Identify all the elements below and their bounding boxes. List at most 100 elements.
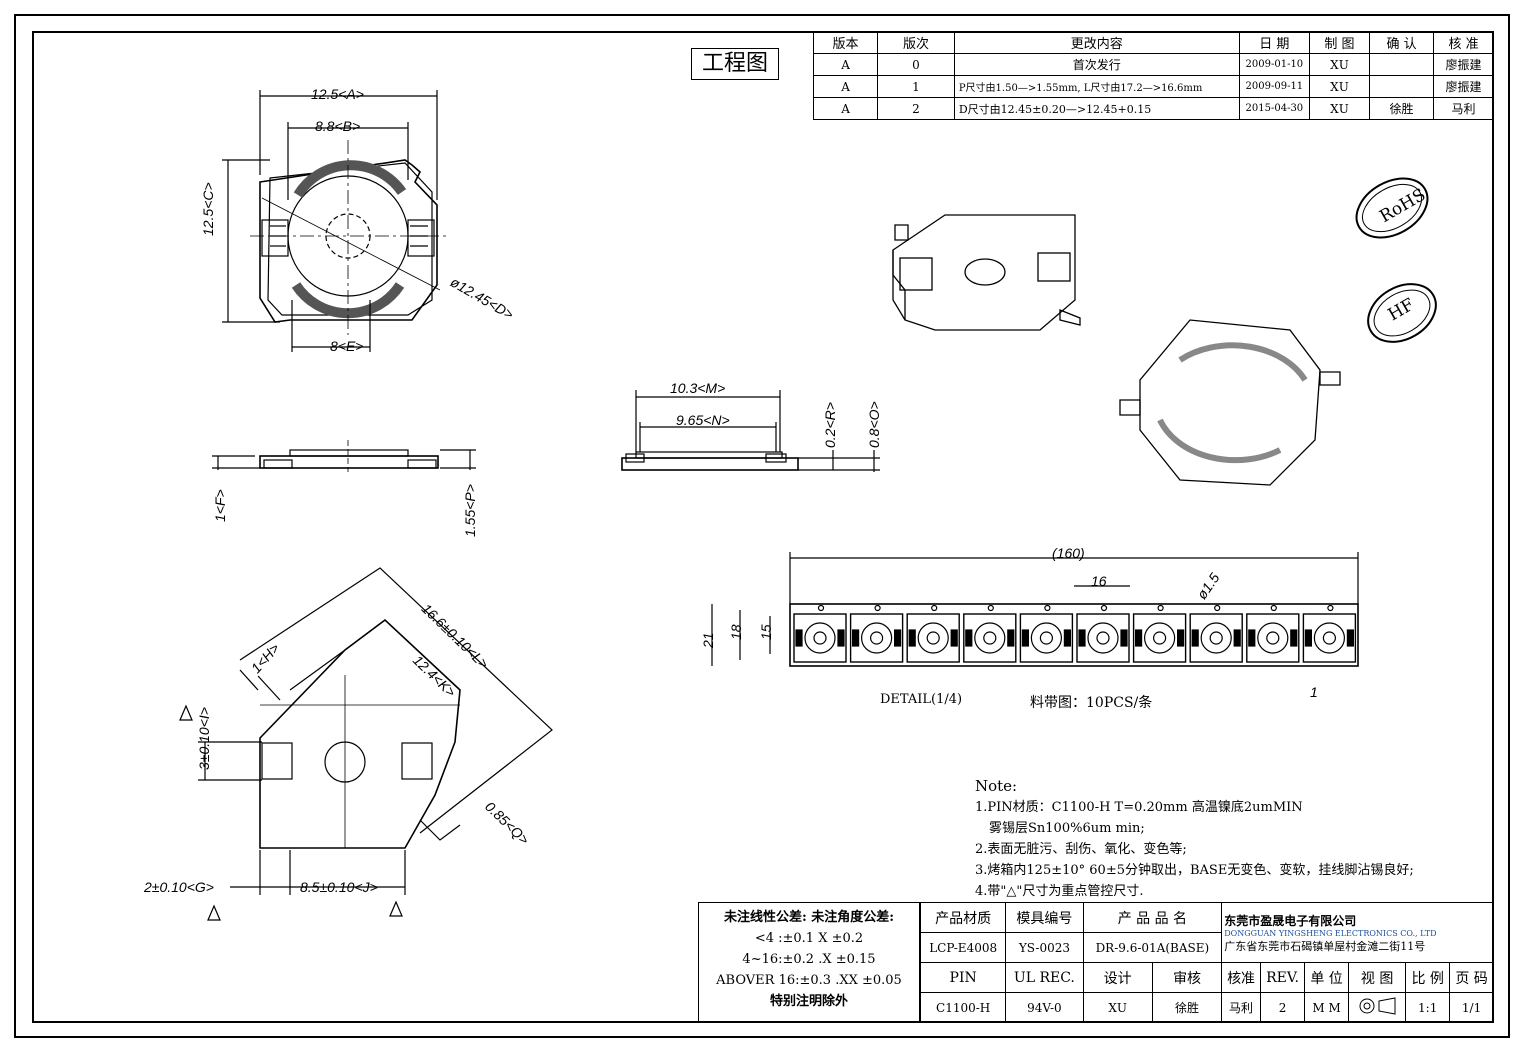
pocket-pad [965, 629, 973, 647]
tb-header-mold: 模具编号 [1005, 902, 1084, 933]
tb-name: DR-9.6-01A(BASE) [1082, 932, 1223, 963]
hf-badge [1367, 283, 1437, 343]
dim-tape-length: (160) [1052, 545, 1085, 561]
tape-pocket [793, 613, 847, 663]
pocket-pad [1021, 629, 1030, 647]
pocket-pad [1176, 629, 1185, 647]
pocket-pad [1007, 629, 1015, 647]
pocket-pad [1248, 629, 1256, 647]
tb-header-material: 产品材质 [919, 902, 1007, 933]
dim-f: 1<F> [212, 489, 228, 522]
company-english-name: DONGGUAN YINGSHENG ELECTRONICS CO., LTD [1224, 928, 1437, 938]
tb-ul: 94V-0 [1005, 992, 1084, 1023]
dim-a: 12.5<A> [311, 86, 364, 102]
pocket-part-hole [1322, 631, 1337, 645]
revision-row: A 0 首次发行 2009-01-10 XU 廖振建 [812, 53, 1494, 76]
pocket-part-hole [1096, 631, 1110, 645]
dim-w15: 15 [758, 624, 774, 640]
rev-cell: XU [1309, 53, 1370, 76]
sprocket-hole [1270, 604, 1277, 612]
inner-frame [32, 31, 1494, 1023]
bottom-view [179, 567, 553, 921]
dim-w21: 21 [700, 632, 716, 648]
pocket-pad [1290, 629, 1298, 647]
revision-row: A 2 D尺寸由12.45±0.20—>12.45+0.15 2015-04-3… [812, 97, 1494, 120]
projection-icon [1359, 997, 1396, 1015]
outer-frame [14, 14, 1510, 1038]
title-block: 产品材质 模具编号 产 品 品 名 东莞市盈晟电子有限公司 DONGGUAN Y… [919, 902, 1494, 1023]
rev-cell: 马利 [1433, 97, 1494, 120]
pocket-part-hole [1266, 631, 1280, 645]
tb-page: 1/1 [1449, 992, 1494, 1023]
rev-cell: 徐胜 [1368, 97, 1435, 120]
tb-header-name: 产 品 品 名 [1082, 902, 1223, 933]
sprocket-hole [817, 604, 825, 612]
drawing-type-stamp: 工程图 [691, 48, 779, 80]
note-line: 3.烤箱内125±10° 60±5分钟取出，BASE无变色、变软，挂线脚沾锡良好… [975, 863, 1414, 878]
pocket-pad [837, 629, 845, 647]
revision-table: 版本 版次 更改内容 日 期 制 图 确 认 核 准 A 0 首次发行 2009… [812, 31, 1494, 120]
dim-p: 1.55<P> [462, 484, 478, 537]
dim-e: 8<E> [330, 338, 364, 354]
tb-approve: 马利 [1221, 992, 1261, 1023]
pocket-pad [1346, 629, 1355, 647]
sprocket-hole [1327, 604, 1334, 612]
tb-header-design: 设计 [1082, 962, 1153, 993]
tape-pocket [1246, 613, 1300, 663]
top-view [222, 90, 450, 352]
pocket-part-hole [1209, 631, 1223, 645]
tape-strip [789, 603, 1359, 667]
tb-header-unit: 单 位 [1304, 962, 1349, 993]
pocket-part [1030, 622, 1063, 654]
pocket-part [1257, 622, 1289, 654]
pocket-part [1087, 622, 1119, 654]
sprocket-hole [1044, 604, 1051, 612]
note-line: 4.带"△"尺寸为重点管控尺寸. [975, 884, 1144, 899]
tb-header-approve: 核准 [1221, 962, 1261, 993]
dim-j: 8.5±0.10<J> [300, 879, 378, 895]
pocket-part [917, 622, 949, 654]
tape-pocket [1132, 613, 1187, 663]
tb-material: LCP-E4008 [919, 932, 1007, 963]
tape-view [711, 552, 1359, 667]
pocket-part-hole [983, 631, 997, 645]
pocket-pad [950, 629, 958, 647]
iso-view-top [1119, 319, 1341, 486]
header-approve: 核 准 [1433, 31, 1494, 54]
rev-cell: A [812, 53, 879, 76]
pocket-part [804, 622, 836, 654]
rev-cell: 2009-09-11 [1238, 75, 1311, 98]
tb-mold: YS-0023 [1005, 932, 1084, 963]
header-version: 版本 [812, 31, 879, 54]
note-line: 雾锡层Sn100%6um min; [989, 821, 1145, 836]
tolerance-line: 4~16:±0.2 .X ±0.15 [742, 952, 876, 967]
rev-cell: 2015-04-30 [1238, 97, 1311, 120]
pocket-pad [1191, 629, 1199, 647]
pocket-pad [1134, 629, 1143, 647]
rev-cell: D尺寸由12.45±0.20—>12.45+0.15 [953, 97, 1240, 120]
dim-n: 9.65<N> [676, 412, 730, 428]
tb-header-review: 审核 [1151, 962, 1223, 993]
sprocket-hole [1214, 604, 1221, 612]
dim-g: 2±0.10<G> [144, 879, 214, 895]
tb-rev: 2 [1259, 992, 1306, 1023]
tolerance-line: ABOVER 16:±0.3 .XX ±0.05 [716, 973, 902, 988]
pocket-part [1200, 622, 1232, 654]
pocket-part-hole [926, 631, 940, 645]
sprocket-hole [1157, 604, 1164, 612]
pocket-part [1143, 622, 1176, 654]
dim-c: 12.5<C> [200, 182, 216, 236]
tape-pocket [1302, 613, 1357, 663]
tape-pocket [1076, 613, 1130, 663]
detail-label: DETAIL(1/4) [880, 692, 963, 707]
iso-view-bottom [892, 214, 1081, 331]
pocket-part [860, 622, 893, 654]
tb-header-page: 页 码 [1449, 962, 1494, 993]
tape-label: 料带图：10PCS/条 [1030, 695, 1153, 711]
side-view [212, 440, 476, 472]
dim-w18: 18 [728, 624, 744, 640]
tape-pocket [963, 613, 1017, 663]
tolerance-line: 未注线性公差: 未注角度公差: [723, 910, 895, 925]
tb-scale: 1:1 [1405, 992, 1451, 1023]
sprocket-hole [874, 604, 881, 612]
